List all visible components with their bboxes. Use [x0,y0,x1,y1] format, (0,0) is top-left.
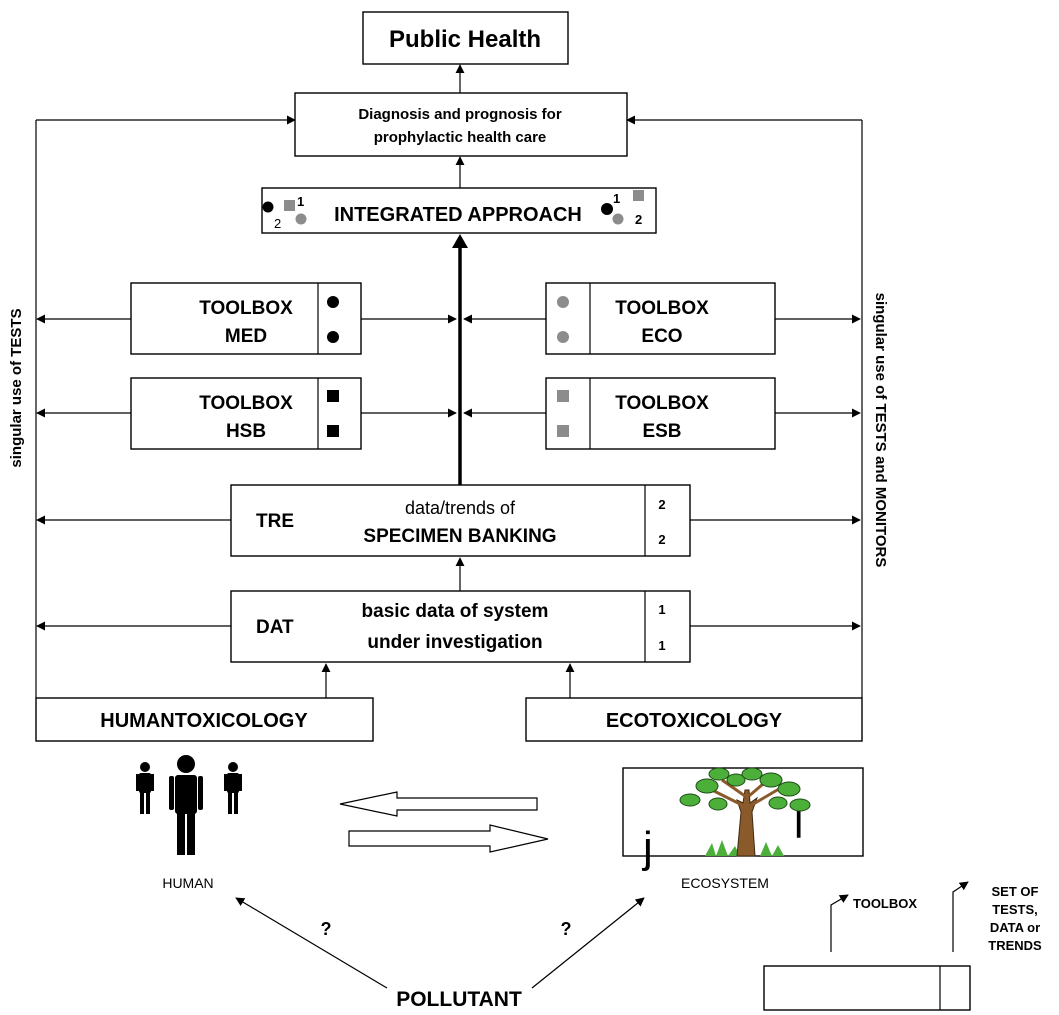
diagnosis-line-2: prophylactic health care [374,129,547,146]
toolbox-med-line-2: MED [225,326,267,347]
question-mark-left: ? [321,919,332,939]
toolbox-eco-line-1: TOOLBOX [615,298,709,319]
dat-marker-top: 1 [658,602,665,617]
integrated-approach-label: INTEGRATED APPROACH [334,204,582,226]
grey-square-marker [284,200,295,211]
integrated-right-marker-1: 1 [613,191,620,206]
toolbox-esb-line-2: ESB [642,421,681,442]
integrated-approach-box [261,187,657,234]
black-square-marker [327,390,339,402]
black-circle-marker [601,203,613,215]
integrated-left-marker-2: 2 [274,216,281,231]
humantoxicology-label: HUMANTOXICOLOGY [100,710,308,732]
black-circle-marker [327,331,339,343]
tre-line-2: SPECIMEN BANKING [363,526,556,547]
grey-circle-marker [557,331,569,343]
ecosystem-letter-left: j [641,823,653,872]
grey-square-marker [557,390,569,402]
integrated-left-marker-1: 1 [297,194,304,209]
humantoxicology-box [35,697,374,742]
ecotoxicology-box [525,697,863,742]
arrow-pollutant-to-ecosystem [531,897,645,989]
legend-set-line-1: SET OF [992,884,1039,899]
diagnosis-box [294,92,628,157]
central-arrowhead [452,234,468,248]
toolbox-esb-box [545,377,776,450]
toolbox-eco-box [545,282,776,355]
side-frame [35,115,863,698]
dat-box [230,590,691,663]
public-health-label: Public Health [389,26,541,53]
grey-circle-marker [295,213,307,225]
grey-circle-marker [612,213,624,225]
ecotoxicology-label: ECOTOXICOLOGY [606,710,783,732]
toolbox-eco-line-2: ECO [641,326,682,347]
integrated-left-markers: 2 1 [262,194,307,231]
question-mark-right: ? [561,919,572,939]
grey-square-marker [633,190,644,201]
tre-marker-top: 2 [658,497,665,512]
integrated-right-marker-2: 2 [635,212,642,227]
grey-circle-marker [557,296,569,308]
left-side-label: singular use of TESTS [8,308,25,467]
legend-set-line-4: TRENDS [988,938,1042,953]
tre-line-1: data/trends of [405,498,516,518]
toolbox-med-box [130,282,362,355]
legend-box [763,965,971,1011]
dat-line-1: basic data of system [362,601,549,622]
tree-icon [679,767,811,857]
tre-code: TRE [256,511,294,532]
grey-square-marker [557,425,569,437]
toolbox-hsb-line-2: HSB [226,421,266,442]
integrated-right-markers: 1 2 [601,190,644,227]
legend-set-line-3: DATA or [990,920,1040,935]
black-circle-marker [327,296,339,308]
arrow-human-to-ecosystem [348,824,549,853]
ecosystem-label: ECOSYSTEM [681,875,769,891]
legend-toolbox-arrow [830,894,849,952]
legend-set-line-2: TESTS, [992,902,1038,917]
dat-code: DAT [256,617,294,638]
ecosystem-letter-right: l [794,800,803,847]
pollutant-label: POLLUTANT [396,988,522,1011]
dat-marker-bottom: 1 [658,638,665,653]
black-circle-marker [262,201,274,213]
arrow-pollutant-to-human [235,897,388,989]
human-label: HUMAN [162,875,213,891]
tre-box [230,484,691,557]
human-figures-icon [136,755,242,855]
dat-line-2: under investigation [367,632,542,653]
toolbox-med-line-1: TOOLBOX [199,298,293,319]
diagnosis-line-1: Diagnosis and prognosis for [358,106,562,123]
arrow-ecosystem-to-human [339,791,538,817]
legend-set-arrow [952,881,969,952]
public-health-box [362,11,569,65]
toolbox-hsb-line-1: TOOLBOX [199,393,293,414]
toolbox-esb-line-1: TOOLBOX [615,393,709,414]
legend-toolbox-label: TOOLBOX [853,896,917,911]
toolbox-hsb-box [130,377,362,450]
right-side-label: singular use of TESTS and MONITORS [872,293,889,568]
black-square-marker [327,425,339,437]
legend: TOOLBOX SET OF TESTS, DATA or TRENDS [763,881,1042,1011]
tre-marker-bottom: 2 [658,532,665,547]
